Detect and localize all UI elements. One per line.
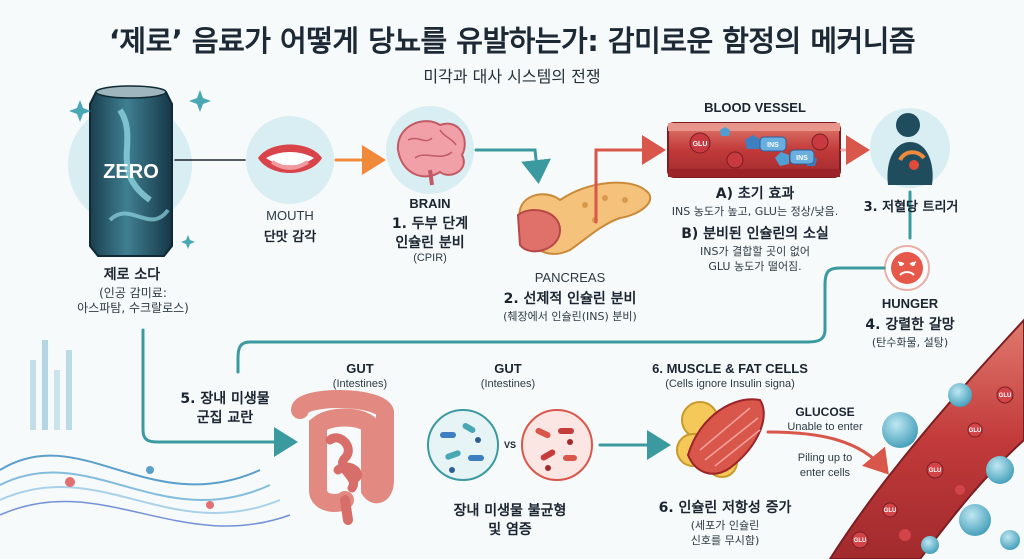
pancreas-step: 2. 선제적 인슐린 분비 xyxy=(503,291,637,307)
glucose-pile-line2: enter cells xyxy=(799,467,851,479)
mouth-illustration xyxy=(246,116,334,204)
hypoglycemia-title: 3. 저혈당 트리거 xyxy=(863,200,959,215)
glu-tag-2: GLU xyxy=(929,468,942,474)
resistance-step: 6. 인슐린 저항성 증가 xyxy=(658,500,792,516)
microbiome-step-line1: 5. 장내 미생물 xyxy=(180,391,270,407)
soda-can-illustration xyxy=(68,85,211,257)
blood-vessel-illustration xyxy=(667,122,841,178)
vessel-b-title: B) 분비된 인슐린의 소실 xyxy=(681,226,829,242)
healthy-microbiome-illustration xyxy=(427,409,499,481)
gut-illustration xyxy=(291,390,394,525)
dysbiosis-line1: 장내 미생물 불균형 xyxy=(453,503,567,519)
ins-tag-1: INS xyxy=(767,142,779,149)
brain-illustration xyxy=(386,106,474,194)
hunger-step: 4. 강렬한 갈망 xyxy=(865,317,955,333)
mouth-title: MOUTH xyxy=(266,208,314,223)
gut2-sub: (Intestines) xyxy=(480,378,536,390)
ins-tag-2: INS xyxy=(796,155,808,162)
soda-title: 제로 소다 xyxy=(103,267,161,283)
flow-arrows xyxy=(141,135,912,475)
hunger-desc: (탄수화물, 설탕) xyxy=(871,336,949,349)
pancreas-title: PANCREAS xyxy=(534,270,606,285)
hunger-emoji-illustration xyxy=(884,245,930,291)
mouth-desc: 단맛 감각 xyxy=(263,230,317,245)
microbiome-step-line2: 군집 교란 xyxy=(196,410,254,426)
gut1-title: GUT xyxy=(346,361,374,376)
large-vessel-tags: GLU GLU GLU GLU GLU xyxy=(854,393,1012,544)
brain-title: BRAIN xyxy=(409,196,451,211)
glu-tag-1: GLU xyxy=(693,141,708,148)
resistance-desc-line1: (세포가 인슐린 xyxy=(690,519,760,532)
page-subtitle: 미각과 대사 시스템의 전쟁 xyxy=(423,67,601,86)
hunger-title: HUNGER xyxy=(881,296,939,311)
glucose-title: GLUCOSE xyxy=(795,405,855,419)
gut2-title: GUT xyxy=(494,361,522,376)
glu-tag-6: GLU xyxy=(969,428,982,434)
imbalanced-microbiome-illustration xyxy=(521,409,593,481)
glu-tag-4: GLU xyxy=(884,508,897,514)
pancreas-desc: (췌장에서 인슐린(INS) 분비) xyxy=(503,310,637,323)
vessel-b-desc-line2: GLU 농도가 떨어짐. xyxy=(708,260,802,273)
brain-step-line2: 인슐린 분비 xyxy=(395,235,465,251)
resistance-desc-line2: 신호를 무시함) xyxy=(690,534,760,547)
glu-tag-5: GLU xyxy=(854,538,867,544)
decorative-waves xyxy=(0,340,291,527)
glucose-pile-line1: Piling up to xyxy=(797,452,853,464)
glu-tag-3: GLU xyxy=(999,393,1012,399)
muscle-title: 6. MUSCLE & FAT CELLS xyxy=(652,361,808,376)
vessel-a-desc: INS 농도가 높고, GLU는 정상/낮음. xyxy=(671,205,839,218)
soda-desc-line2: 아스파탐, 수크랄로스) xyxy=(77,301,189,315)
soda-desc-line1: (인공 감미료: xyxy=(99,286,167,300)
vs-label: VS xyxy=(503,440,516,450)
muscle-fat-cells-illustration xyxy=(676,398,765,478)
vessel-tags: GLU INS INS xyxy=(693,141,809,162)
hypoglycemia-person-illustration xyxy=(870,108,950,188)
vessel-b-desc-line1: INS가 결합할 곳이 없어 xyxy=(700,245,810,258)
dysbiosis-line2: 및 염증 xyxy=(488,522,532,538)
brain-step-line1: 1. 두부 단계 xyxy=(391,216,469,232)
vessel-a-title: A) 초기 효과 xyxy=(715,186,795,202)
brain-abbr: (CPIR) xyxy=(413,252,447,264)
vessel-title: BLOOD VESSEL xyxy=(704,100,806,115)
gut1-sub: (Intestines) xyxy=(332,378,388,390)
page-title: ‘제로’ 음료가 어떻게 당뇨를 유발하는가: 감미로운 함정의 메커니즘 xyxy=(108,24,916,58)
can-zero-text: ZERO xyxy=(103,161,159,183)
large-vessel-illustration xyxy=(828,318,1024,559)
pancreas-illustration xyxy=(516,181,652,255)
glucose-sub: Unable to enter xyxy=(787,421,863,433)
muscle-sub: (Cells ignore Insulin signa) xyxy=(665,378,795,390)
